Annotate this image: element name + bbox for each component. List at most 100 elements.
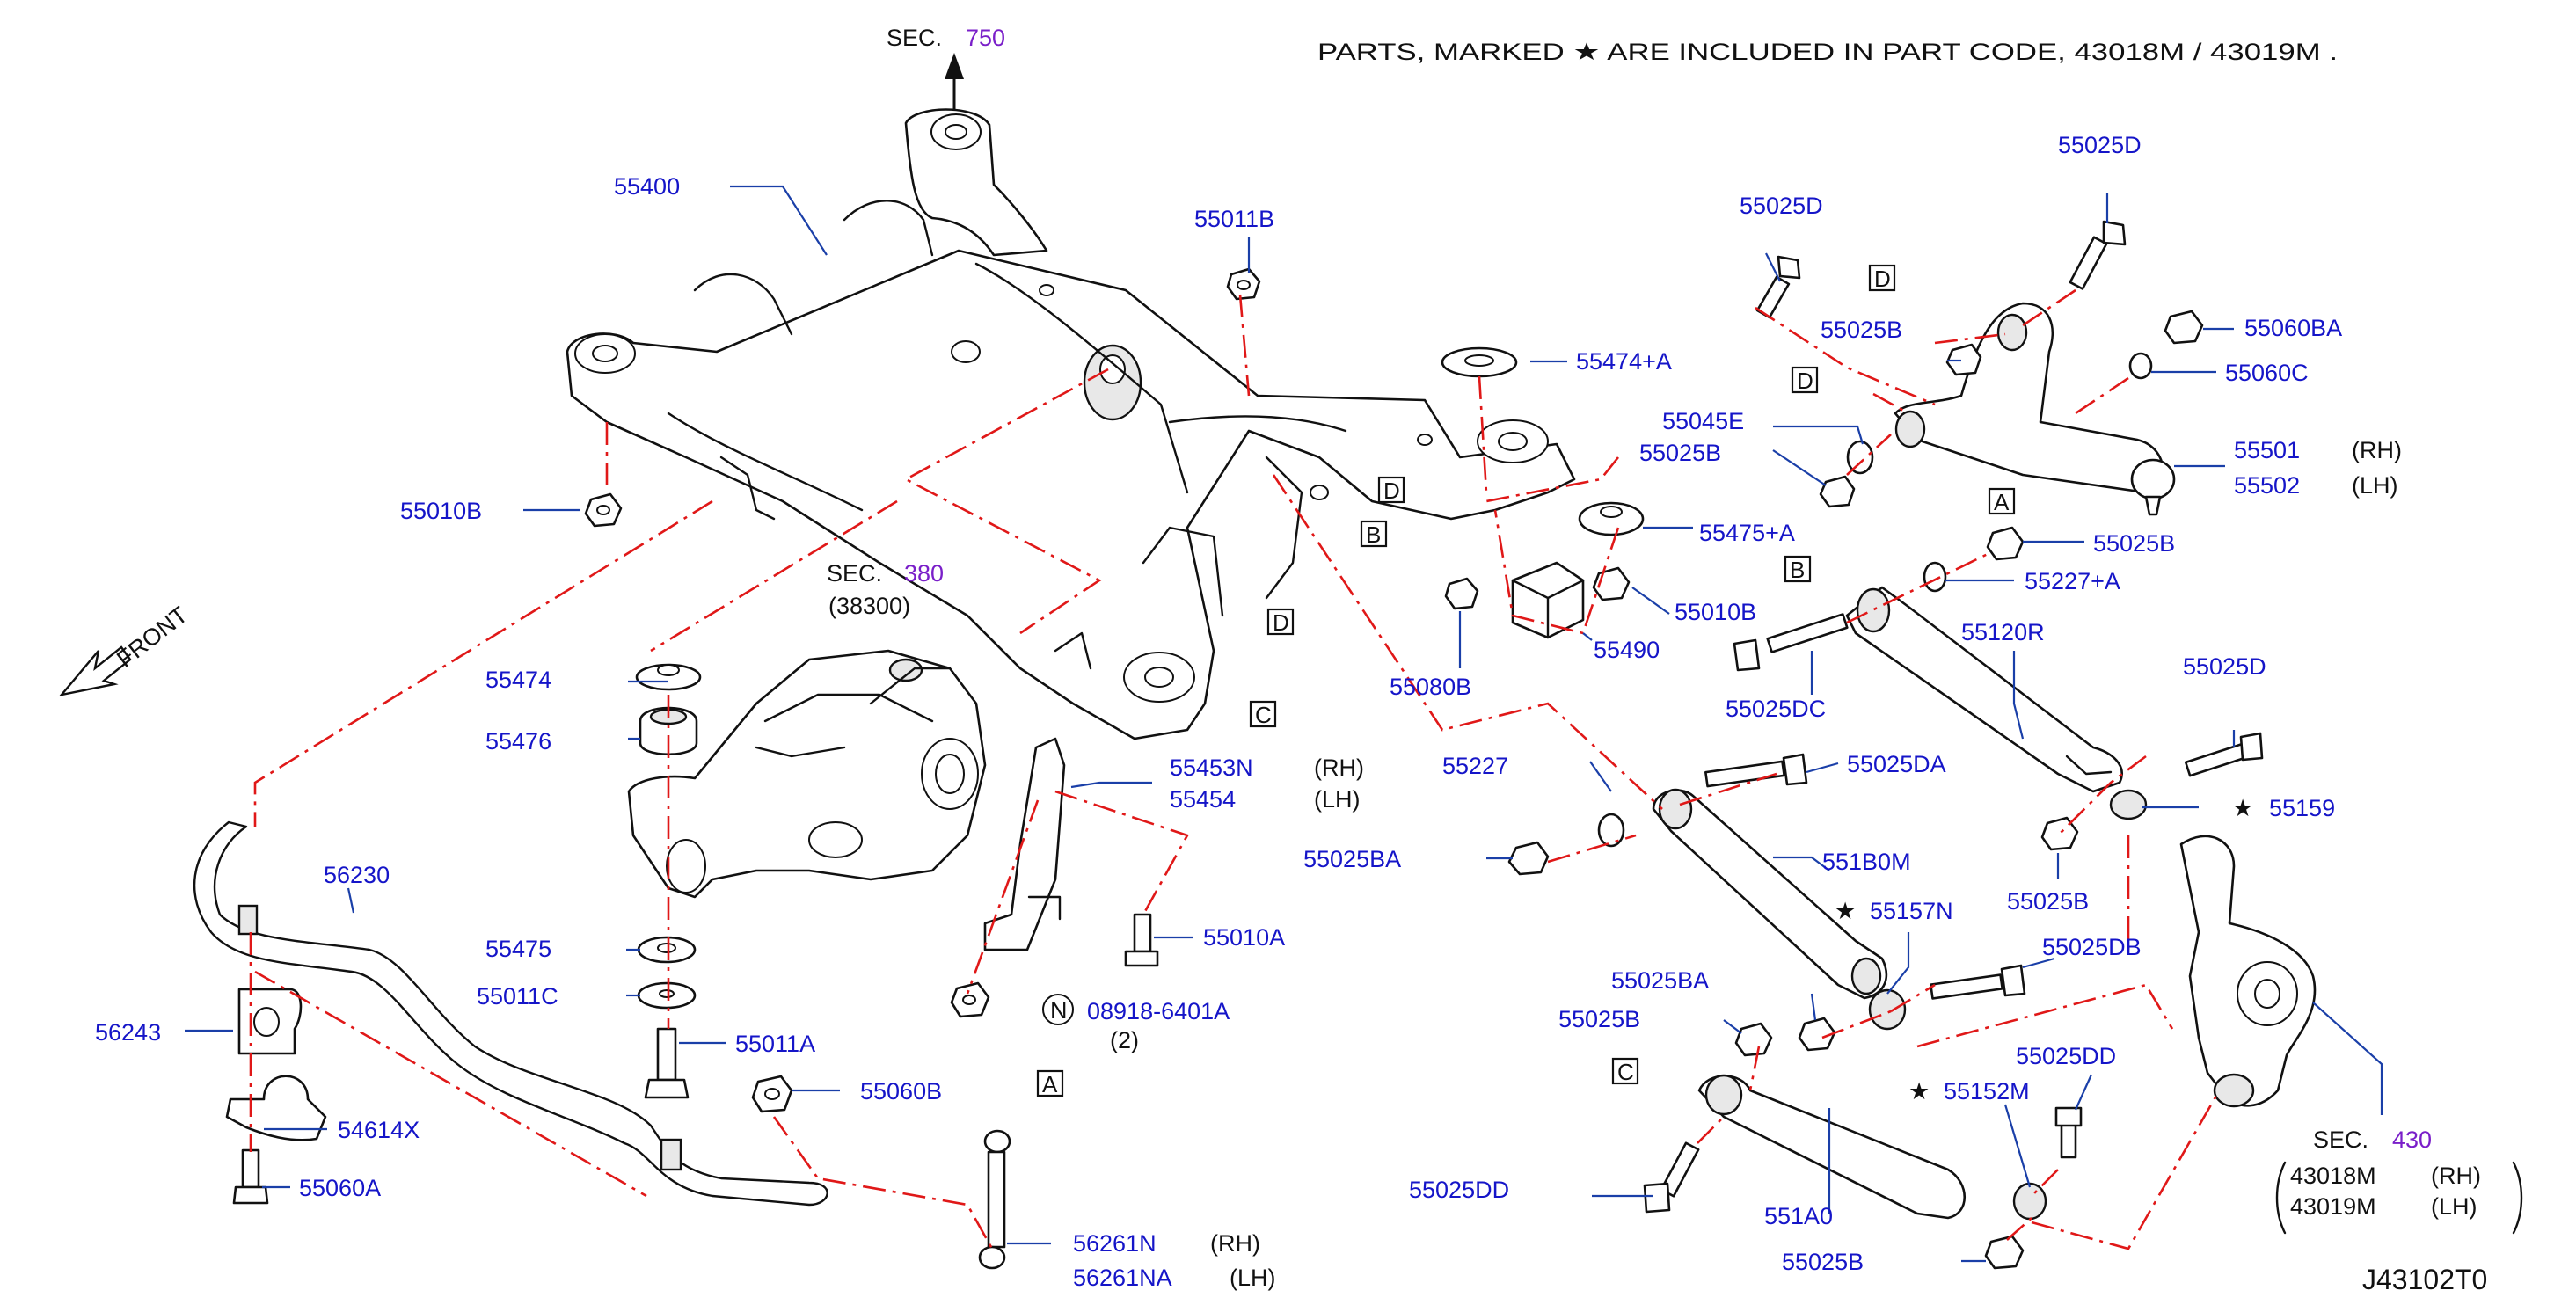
rear-subframe-55400[interactable] — [566, 108, 1576, 740]
nut-55010B-left[interactable] — [584, 492, 623, 528]
label-55010A[interactable]: 55010A — [1203, 924, 1285, 951]
callout-D-2[interactable]: D — [1266, 608, 1295, 636]
label-55025B-a[interactable]: 55025B — [1639, 440, 1721, 466]
lower-arm-551A0[interactable] — [1697, 1074, 1967, 1220]
nut-55060BA[interactable] — [2164, 310, 2204, 345]
label-55025BA-b[interactable]: 55025BA — [1611, 967, 1709, 994]
label-551A0[interactable]: 551A0 — [1764, 1203, 1833, 1229]
sec-430-ref[interactable]: SEC. 430 43018M (RH) 43019M (LH) — [2275, 1126, 2523, 1235]
bolt-55025D-top[interactable] — [2069, 220, 2127, 290]
label-55476[interactable]: 55476 — [485, 728, 551, 755]
diff-mount-55476[interactable] — [639, 706, 698, 756]
label-55011B[interactable]: 55011B — [1194, 206, 1274, 232]
label-55060A[interactable]: 55060A — [299, 1175, 381, 1201]
callout-C-1[interactable]: C — [1249, 700, 1277, 728]
label-55152M[interactable]: 55152M — [1944, 1078, 2030, 1105]
stabilizer-bar-56230[interactable] — [193, 820, 828, 1207]
label-55502[interactable]: 55502 — [2234, 472, 2300, 499]
label-56243[interactable]: 56243 — [95, 1019, 161, 1046]
bolt-55025DD-b[interactable] — [2054, 1106, 2083, 1159]
callout-B-1[interactable]: B — [1360, 520, 1388, 548]
label-551B0M[interactable]: 551B0M — [1822, 849, 1911, 875]
callout-D-1[interactable]: D — [1377, 476, 1405, 504]
label-55159[interactable]: 55159 — [2269, 795, 2335, 821]
label-55490[interactable]: 55490 — [1594, 637, 1660, 663]
label-55010B-left[interactable]: 55010B — [400, 498, 482, 524]
label-55045E[interactable]: 55045E — [1662, 408, 1744, 434]
callout-A-2[interactable]: A — [1036, 1069, 1064, 1097]
nut-55080B[interactable] — [1444, 577, 1479, 610]
nut-55025B-b[interactable] — [1986, 526, 2025, 561]
label-55025BA-a[interactable]: 55025BA — [1303, 846, 1401, 872]
bolt-55060A[interactable] — [232, 1148, 269, 1205]
nut-55025B-c[interactable] — [2040, 816, 2079, 851]
callout-C-2[interactable]: C — [1611, 1057, 1639, 1085]
label-55011C[interactable]: 55011C — [477, 983, 558, 1010]
sec-750-ref[interactable]: SEC. 750 — [887, 25, 1005, 119]
washer-55045E[interactable] — [1846, 440, 1874, 475]
label-54614X[interactable]: 54614X — [338, 1117, 420, 1143]
bolt-55011A[interactable] — [644, 1027, 690, 1099]
stabilizer-clamp-54614X[interactable] — [225, 1075, 327, 1141]
nut-55060B[interactable] — [751, 1075, 793, 1113]
label-55025D-top[interactable]: 55025D — [2058, 132, 2142, 158]
label-55011A[interactable]: 55011A — [735, 1031, 815, 1057]
washer-55227[interactable] — [1597, 813, 1625, 848]
callout-A-1[interactable]: A — [1988, 487, 2016, 515]
bolt-55025D-mid[interactable] — [2184, 732, 2264, 777]
nut-55011B[interactable] — [1226, 267, 1261, 301]
label-55025DD-a[interactable]: 55025DD — [1409, 1177, 1509, 1203]
nut-55025B-a[interactable] — [1819, 475, 1856, 508]
lower-link-55120R[interactable] — [1845, 586, 2123, 793]
label-55400[interactable]: 55400 — [614, 173, 680, 200]
bolt-55025DC[interactable] — [1733, 613, 1849, 672]
label-08918-6401A[interactable]: 08918-6401A — [1087, 998, 1230, 1024]
label-55060BA[interactable]: 55060BA — [2244, 315, 2342, 341]
label-55025B-d[interactable]: 55025B — [1821, 317, 1902, 343]
label-55025B-c[interactable]: 55025B — [2007, 888, 2089, 915]
label-55227[interactable]: 55227 — [1442, 753, 1508, 779]
label-55454[interactable]: 55454 — [1170, 786, 1236, 813]
label-55453N[interactable]: 55453N — [1170, 755, 1253, 781]
label-56261N[interactable]: 56261N — [1073, 1230, 1157, 1257]
nut-55025BA-b[interactable] — [1798, 1017, 1836, 1052]
nut-55025B-upper[interactable] — [1945, 343, 1982, 376]
bolt-55025DA[interactable] — [1704, 753, 1808, 788]
differential-assembly[interactable] — [627, 649, 987, 899]
bushing-55157N[interactable] — [1868, 988, 1907, 1031]
callout-D-3[interactable]: D — [1868, 264, 1896, 292]
bushing-55152M[interactable] — [2012, 1182, 2047, 1221]
label-55025B-b[interactable]: 55025B — [2093, 530, 2175, 557]
label-55501[interactable]: 55501 — [2234, 437, 2300, 463]
diff-mount-55474[interactable] — [635, 663, 702, 691]
bumper-55490[interactable] — [1511, 561, 1585, 639]
upper-arm-55501[interactable] — [1894, 302, 2176, 516]
label-55060B[interactable]: 55060B — [860, 1078, 942, 1105]
label-55025DD-b[interactable]: 55025DD — [2016, 1043, 2116, 1069]
label-55025B-e[interactable]: 55025B — [1558, 1006, 1640, 1032]
callout-B-2[interactable]: B — [1784, 555, 1812, 583]
nut-55025B-f[interactable] — [1984, 1235, 2025, 1270]
label-55227A[interactable]: 55227+A — [2025, 568, 2120, 594]
nut-55025BA-a[interactable] — [1507, 841, 1550, 876]
washer-55011C[interactable] — [637, 981, 697, 1010]
label-55157N[interactable]: 55157N — [1870, 898, 1953, 924]
callout-D-4[interactable]: D — [1791, 366, 1819, 394]
label-55010B-right[interactable]: 55010B — [1675, 599, 1756, 625]
label-55025D-mid[interactable]: 55025D — [2183, 653, 2266, 680]
label-55025DC[interactable]: 55025DC — [1726, 696, 1826, 722]
label-55060C[interactable]: 55060C — [2225, 360, 2309, 386]
nut-08918-6401A[interactable] — [950, 981, 990, 1018]
knuckle-assembly[interactable] — [2109, 789, 2317, 1108]
nut-55025B-e[interactable] — [1734, 1022, 1773, 1057]
washer-55227A[interactable] — [1923, 561, 1947, 593]
stabilizer-link-56261N[interactable] — [978, 1129, 1011, 1270]
label-56261NA[interactable]: 56261NA — [1073, 1265, 1172, 1291]
bolt-55010A[interactable] — [1124, 913, 1159, 967]
bolt-55025DD-a[interactable] — [1643, 1141, 1700, 1214]
label-55120R[interactable]: 55120R — [1961, 619, 2045, 645]
label-55475A[interactable]: 55475+A — [1699, 520, 1795, 546]
label-56230[interactable]: 56230 — [324, 862, 390, 888]
label-55474A[interactable]: 55474+A — [1576, 348, 1672, 375]
bolt-55025D-left[interactable] — [1755, 255, 1801, 319]
